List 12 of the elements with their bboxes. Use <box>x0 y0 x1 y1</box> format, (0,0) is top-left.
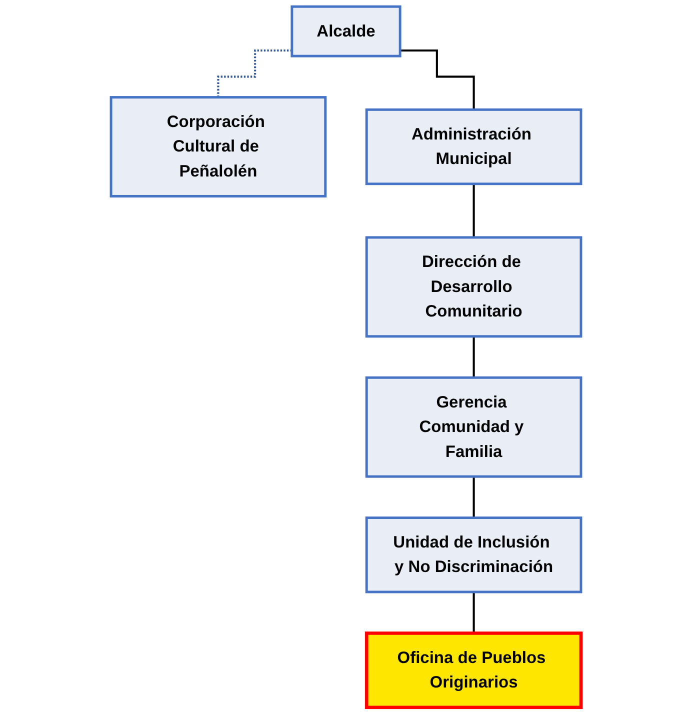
node-box: Corporación Cultural de Peñalolén <box>110 96 327 198</box>
connector <box>472 335 475 379</box>
node-box: Alcalde <box>290 5 402 58</box>
node-box: Gerencia Comunidad y Familia <box>365 376 582 478</box>
connector <box>472 590 475 634</box>
node-box: Dirección de Desarrollo Comunitario <box>365 236 582 338</box>
node-box: Unidad de Inclusión y No Discriminación <box>365 516 582 594</box>
node-box: Administración Municipal <box>365 108 582 186</box>
connector <box>472 476 475 519</box>
connector <box>472 182 475 238</box>
node-box: Oficina de Pueblos Originarios <box>364 632 583 710</box>
connector <box>400 49 475 111</box>
